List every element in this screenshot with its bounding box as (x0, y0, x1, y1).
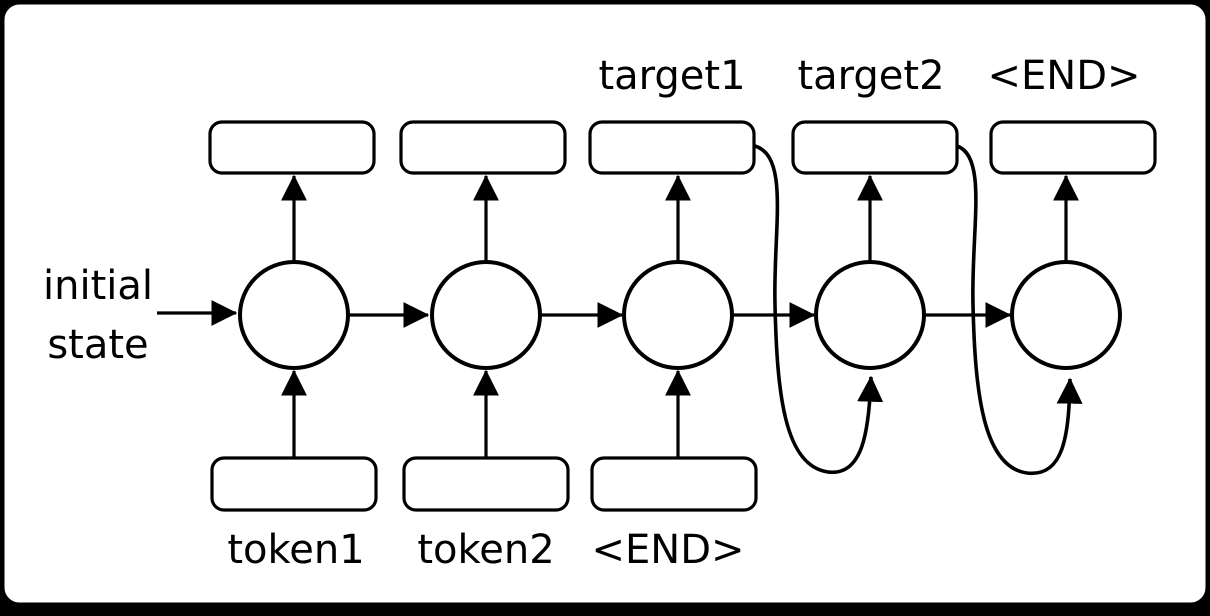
input-box-3 (590, 456, 758, 512)
rnn-cell-5 (1010, 260, 1122, 370)
rnn-cell-3 (622, 260, 734, 370)
input-label-token2: token2 (417, 527, 554, 573)
output-box-5 (989, 120, 1157, 175)
output-box-1 (208, 120, 376, 175)
output-box-2 (399, 120, 567, 175)
output-box-3 (588, 120, 756, 175)
output-label-end: <END> (987, 53, 1140, 99)
rnn-cell-1 (238, 260, 350, 370)
input-label-end: <END> (591, 527, 744, 573)
feedback-curve-output4-cell5 (956, 144, 1083, 475)
rnn-cell-4 (814, 260, 926, 370)
rnn-cell-2 (430, 260, 542, 370)
output-box-4 (791, 120, 959, 175)
input-box-2 (402, 456, 570, 512)
feedback-curve-output3-cell4 (754, 144, 884, 474)
input-box-1 (210, 456, 378, 512)
initial-state-label-line2: state (47, 322, 148, 368)
output-label-target1: target1 (598, 53, 745, 99)
output-label-target2: target2 (797, 53, 944, 99)
initial-state-label-line1: initial (43, 263, 153, 309)
input-label-token1: token1 (227, 527, 364, 573)
